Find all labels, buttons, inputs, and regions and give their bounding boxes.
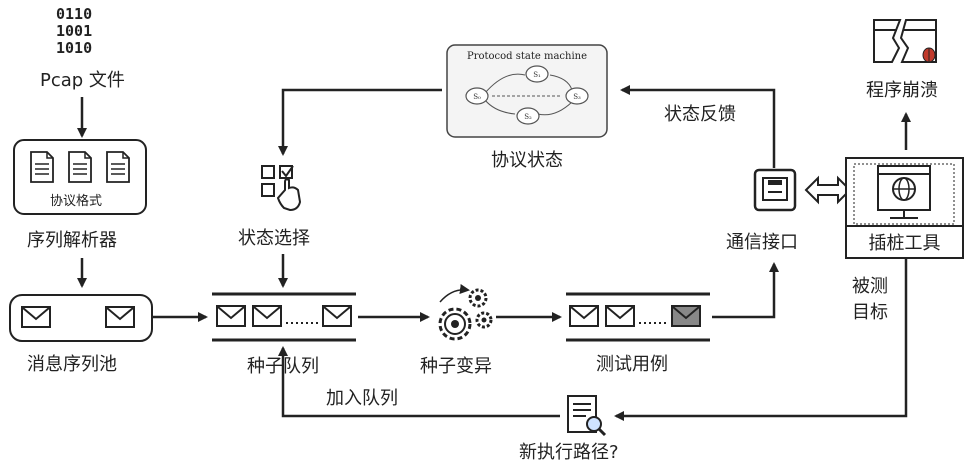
mutation-label: 种子变异 [420, 356, 492, 377]
document-icon-1 [30, 151, 54, 183]
envelope-icon [605, 305, 635, 327]
gear-icon [438, 307, 472, 341]
state-machine-title: Protocod state machine [467, 51, 587, 62]
envelope-icon [252, 305, 282, 327]
gear-icon [468, 288, 488, 308]
envelope-icon [21, 306, 51, 328]
bidirectional-arrow-icon [804, 175, 852, 205]
binary-line: 1010 [56, 39, 93, 57]
message-pool-label: 消息序列池 [27, 354, 117, 375]
state-machine-box [446, 44, 608, 138]
globe-window-icon [877, 165, 931, 219]
new-path-label: 新执行路径? [519, 442, 619, 463]
state-label: S₁ [533, 71, 541, 79]
state-graph [484, 73, 573, 116]
document-icon-2 [68, 151, 92, 183]
broken-window-bug-icon [873, 19, 937, 63]
arrow-machine-to-select [278, 88, 442, 156]
state-label: S₀ [473, 93, 481, 101]
protocol-format-label: 协议格式 [50, 194, 103, 209]
enqueue-label: 加入队列 [326, 388, 398, 409]
document-icon-3 [106, 151, 130, 183]
target-label-line1: 被测 [852, 276, 888, 297]
binary-data-icon: 0110 1001 1010 [56, 6, 92, 57]
state-node [516, 107, 540, 125]
arrow-tests-to-interface [712, 262, 779, 319]
state-select-label: 状态选择 [238, 228, 310, 249]
document-search-icon [567, 395, 607, 437]
envelope-icon [216, 305, 246, 327]
pcap-file-label: Pcap 文件 [40, 70, 125, 91]
state-label: S₂ [524, 113, 532, 121]
envelope-icon [569, 305, 599, 327]
state-node [525, 65, 549, 83]
binary-line: 0110 [56, 5, 93, 23]
ethernet-port-icon [753, 168, 797, 212]
checkbox-select-icon [261, 165, 302, 212]
rotation-arrow [439, 284, 470, 303]
state-node [565, 87, 589, 105]
state-feedback-label: 状态反馈 [664, 104, 736, 125]
target-label-line2: 目标 [852, 302, 888, 323]
gear-icon [475, 311, 493, 329]
comm-interface-label: 通信接口 [726, 232, 798, 253]
arrow-feedback [620, 85, 776, 168]
instrument-tool-label: 插桩工具 [868, 233, 941, 254]
state-node [465, 87, 489, 105]
test-cases-label: 测试用例 [596, 354, 668, 375]
protocol-state-label: 协议状态 [491, 150, 563, 171]
envelope-icon-gray [671, 305, 701, 327]
crash-label: 程序崩溃 [866, 80, 938, 101]
sequence-parser-label: 序列解析器 [27, 230, 117, 251]
seed-queue-label: 种子队列 [247, 356, 319, 377]
binary-line: 1001 [56, 22, 93, 40]
arrow-newpath-to-queue [278, 346, 560, 418]
arrow-target-to-newpath [614, 258, 908, 421]
state-label: S₃ [573, 93, 581, 101]
envelope-icon [322, 305, 352, 327]
envelope-icon [105, 306, 135, 328]
